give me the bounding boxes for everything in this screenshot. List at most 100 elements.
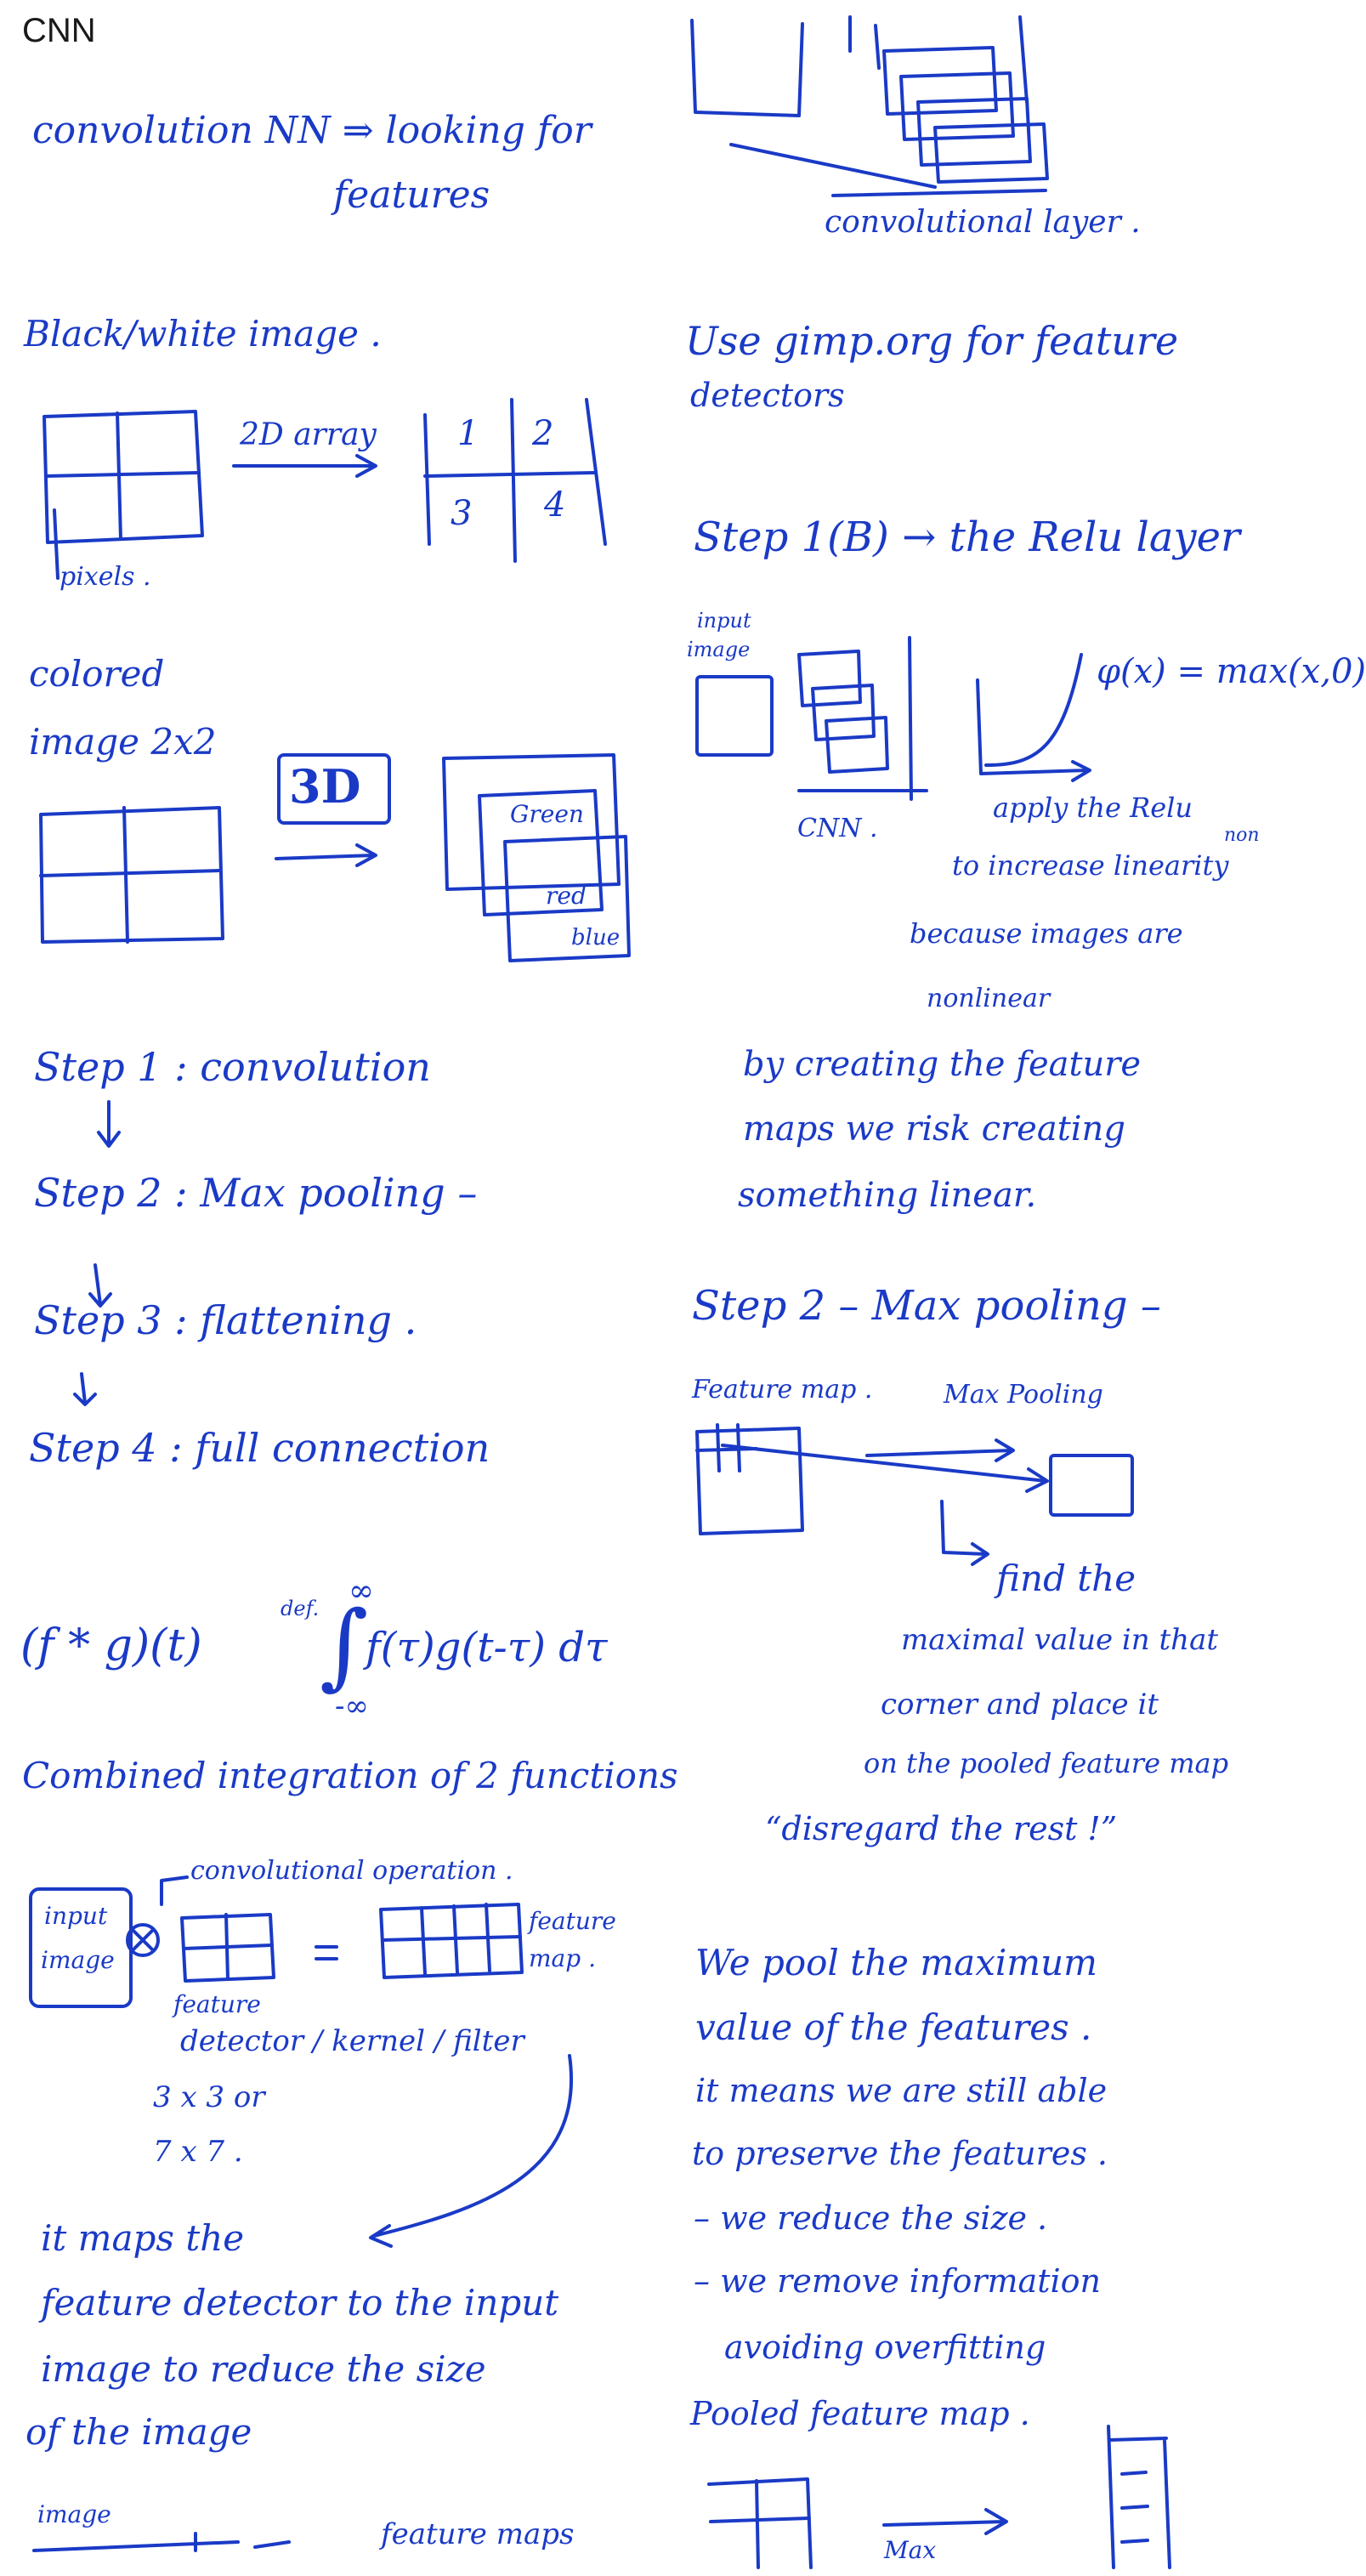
step2-title: Step 2 – Max pooling – <box>692 1282 1161 1330</box>
relu-input-label-2: image <box>687 638 751 661</box>
input-image-label-1: input <box>44 1902 108 1930</box>
relu-graph-curve <box>984 653 1083 767</box>
pool-line-8: Pooled feature map . <box>690 2395 1030 2432</box>
find-line-4: on the pooled feature map <box>864 1747 1229 1779</box>
pixels-label: pixels . <box>60 562 151 592</box>
formula-def: def. <box>281 1597 320 1620</box>
formula-int-top: ∞ <box>349 1574 374 1609</box>
bottom-arrow-label: Max <box>884 2536 937 2564</box>
step-1: Step 1 : convolution <box>34 1044 431 1090</box>
feature-map-grid-sketch <box>379 1903 524 1979</box>
intro-line-2: features <box>333 173 490 217</box>
gimp-line-2: detectors <box>690 377 845 414</box>
combined-integration: Combined integration of 2 functions <box>22 1755 678 1796</box>
colored-label-1: colored <box>29 653 165 695</box>
channel-red: red <box>546 882 587 910</box>
max-pooling-label: Max Pooling <box>944 1380 1103 1410</box>
creating-line-2: maps we risk creating <box>743 1109 1125 1149</box>
page-title: CNN <box>22 12 96 49</box>
formula-rhs: f(τ)g(t-τ) dτ <box>366 1624 608 1671</box>
relu-text-non: non <box>1224 825 1260 846</box>
bottom-feature-maps-label: feature maps <box>381 2517 575 2551</box>
step1b-title: Step 1(B) → the Relu layer <box>694 513 1240 561</box>
find-line-3: corner and place it <box>881 1688 1159 1722</box>
label-3d: 3D <box>289 759 361 814</box>
gimp-line-1: Use gimp.org for feature <box>685 318 1179 364</box>
feature-detector-label-1: feature <box>173 1990 261 2018</box>
feature-detector-label-2: detector / kernel / filter <box>180 2024 524 2058</box>
find-line-5: “disregard the rest !” <box>765 1810 1118 1847</box>
relu-cnn-stack <box>797 636 928 801</box>
step-arrow-1 <box>97 1100 121 1148</box>
bottom-right-arrow <box>882 2508 1008 2535</box>
step-2: Step 2 : Max pooling – <box>34 1170 478 1216</box>
formula-int-bottom: -∞ <box>335 1689 369 1723</box>
conv-operation-label: convolutional operation . <box>190 1856 513 1886</box>
step-3: Step 3 : flattening . <box>34 1297 417 1343</box>
relu-cnn-label: CNN . <box>797 814 878 843</box>
grid-value-3: 3 <box>451 494 473 533</box>
otimes-symbol <box>126 1923 160 1957</box>
relu-text-1: apply the Relu <box>993 792 1193 824</box>
relu-text-3: because images are <box>910 917 1183 950</box>
step-arrow-2 <box>88 1263 112 1308</box>
number-grid-sketch <box>423 398 607 563</box>
phi-formula: φ(x) = max(x,0) <box>1097 652 1366 691</box>
curve-arrow-maps <box>369 2054 573 2248</box>
bottom-pool-grid <box>707 2477 813 2569</box>
arrow-2d-label: 2D array <box>240 417 377 452</box>
kernel-size-2: 7 x 7 . <box>153 2135 243 2169</box>
find-line-1: find the <box>996 1558 1136 1599</box>
bracket-conv-op <box>160 1875 189 1906</box>
step-arrow-3 <box>73 1372 97 1406</box>
bottom-bracket <box>32 2532 291 2552</box>
kernel-size-1: 3 x 3 or <box>153 2080 265 2114</box>
bottom-image-label: image <box>37 2500 111 2528</box>
pool-line-6: – we remove information <box>694 2262 1101 2300</box>
maps-line-1: it maps the <box>41 2217 245 2259</box>
creating-line-1: by creating the feature <box>743 1045 1142 1084</box>
pool-line-4: to preserve the features . <box>692 2135 1108 2172</box>
bw-image-label: Black/white image . <box>24 313 382 355</box>
intro-line-1: convolution NN ⇒ looking for <box>32 109 592 152</box>
step-4: Step 4 : full connection <box>29 1425 490 1471</box>
grid-value-4: 4 <box>544 485 566 525</box>
relu-text-4: nonlinear <box>927 984 1051 1013</box>
colored-label-2: image 2x2 <box>29 721 217 763</box>
feature-map-label: Feature map . <box>692 1375 873 1404</box>
feature-map-sketch <box>695 1423 804 1535</box>
feature-map-label-1: feature <box>529 1907 616 1935</box>
kernel-grid-sketch <box>180 1913 275 1983</box>
maps-line-2: feature detector to the input <box>41 2282 559 2324</box>
channel-blue: blue <box>571 925 621 950</box>
formula-lhs: (f * g)(t) <box>20 1620 202 1671</box>
pool-line-2: value of the features . <box>695 2006 1092 2048</box>
creating-line-3: something linear. <box>738 1176 1037 1215</box>
feature-map-label-2: map . <box>529 1944 596 1972</box>
channel-green: Green <box>510 800 584 828</box>
pool-arrow-upper <box>865 1438 1015 1462</box>
grid-value-1: 1 <box>457 414 479 453</box>
relu-input-label-1: input <box>697 609 751 633</box>
pooled-map-box <box>1049 1454 1134 1517</box>
relu-input-box <box>695 675 774 757</box>
pool-line-3: it means we are still able <box>695 2072 1108 2109</box>
equals-sign <box>315 1945 338 1960</box>
flatten-column-sketch <box>1107 2425 1171 2569</box>
maps-line-4: of the image <box>26 2411 252 2453</box>
conv-layer-stack <box>690 15 1049 197</box>
find-arrow <box>940 1500 989 1566</box>
find-line-2: maximal value in that <box>901 1623 1219 1657</box>
grid-value-2: 2 <box>532 414 554 453</box>
pool-line-1: We pool the maximum <box>695 1942 1098 1983</box>
pool-line-5: – we reduce the size . <box>694 2199 1048 2237</box>
integral-icon: ∫ <box>320 1591 369 1699</box>
color-grid-sketch <box>39 806 224 944</box>
pool-line-7: avoiding overfitting <box>724 2329 1046 2366</box>
pool-arrow-lower <box>721 1444 1049 1493</box>
box-3d <box>277 753 391 825</box>
conv-layer-label: convolutional layer . <box>825 205 1141 240</box>
arrow-2d-array <box>232 454 377 478</box>
arrow-3d <box>275 843 377 867</box>
bw-grid-sketch <box>43 410 204 580</box>
